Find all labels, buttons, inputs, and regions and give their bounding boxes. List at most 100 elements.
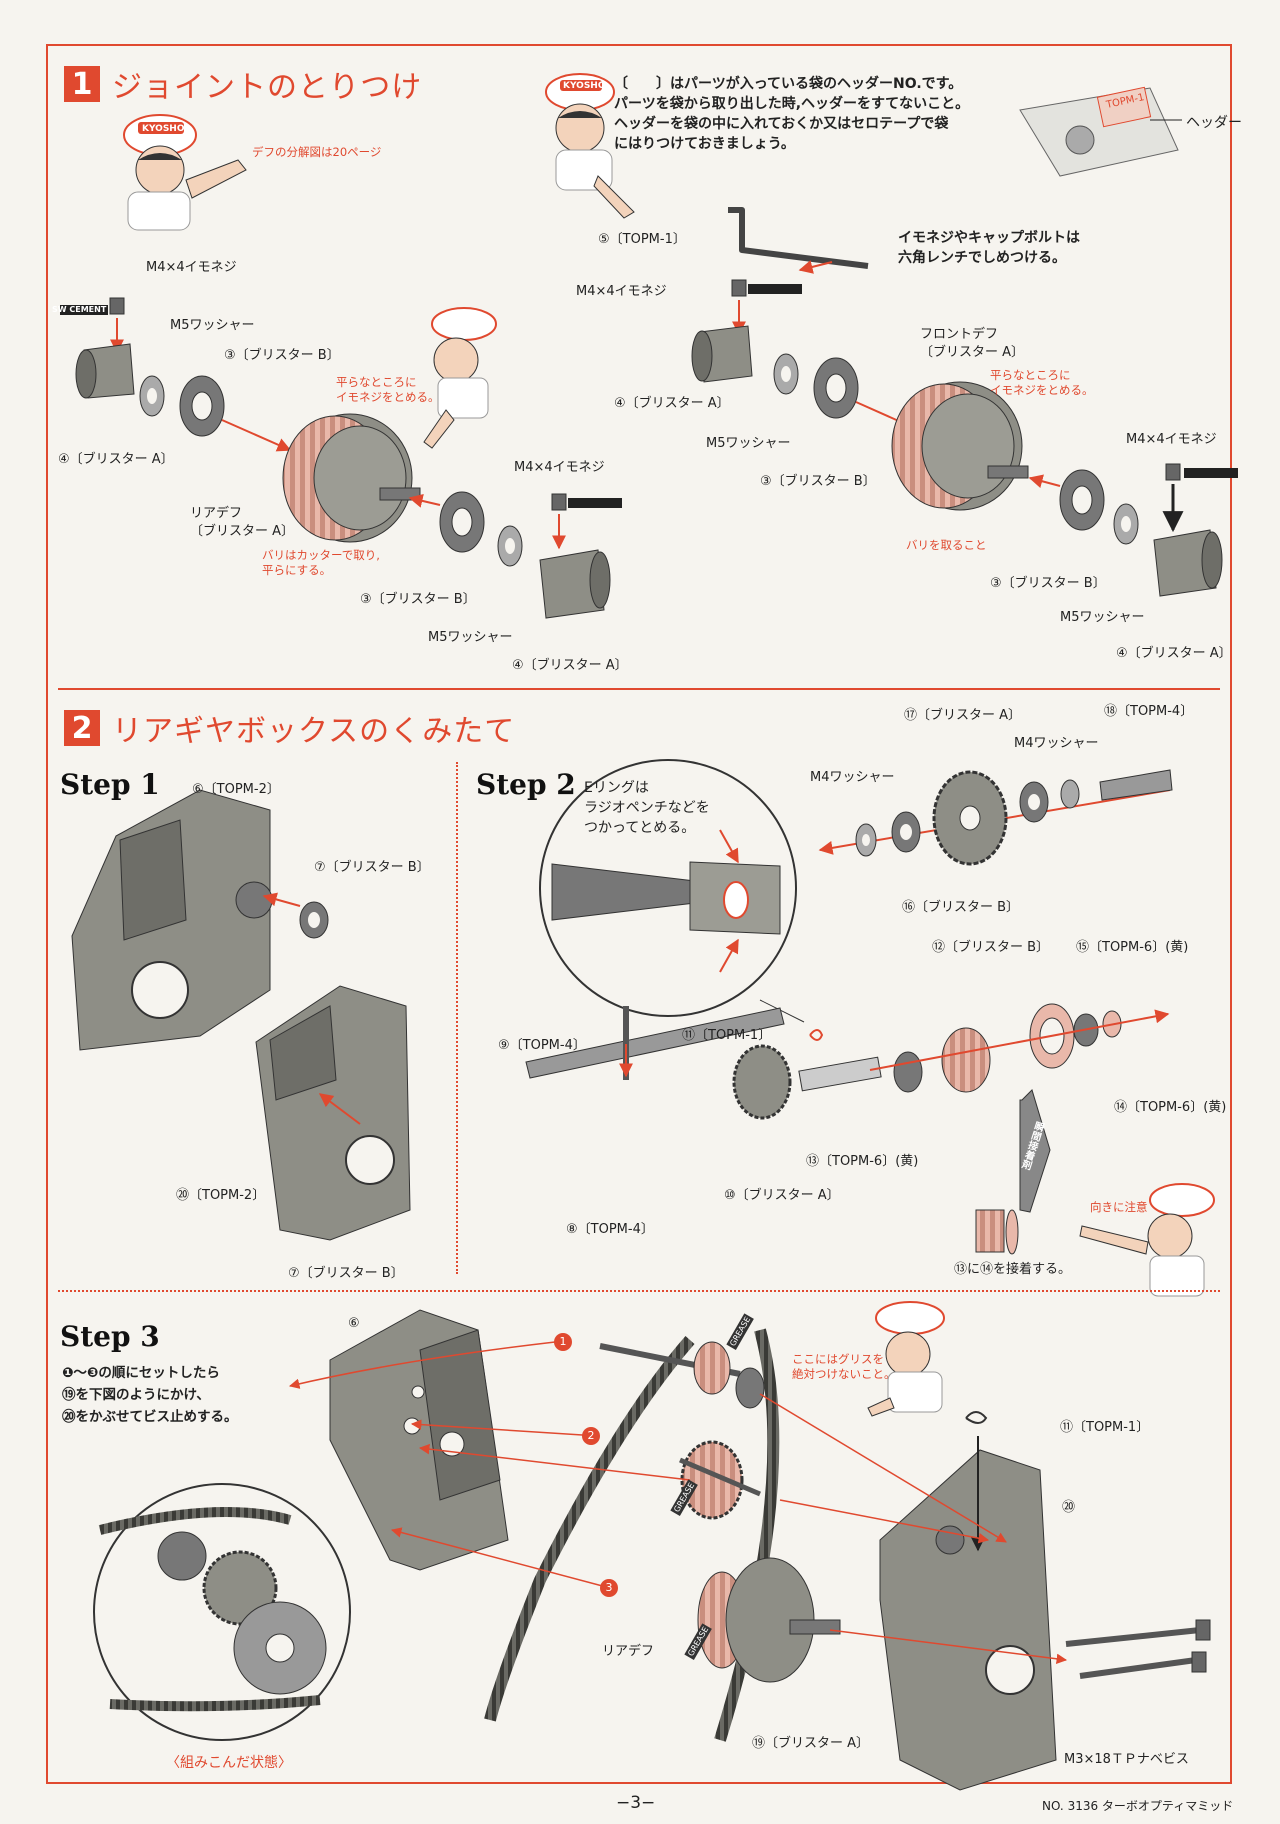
step3-no-grease-line: 絶対つけないこと。 (792, 1367, 896, 1381)
header-label: ヘッダー (1186, 115, 1242, 131)
footer-model: NO. 3136 ターボオプティマミッド (1042, 1799, 1234, 1813)
step2-title: Step 2 (476, 768, 576, 801)
step2-gear10-label: ⑩〔ブリスター A〕 (724, 1188, 840, 1203)
wrench-note-line: イモネジやキャップボルトは (898, 230, 1080, 246)
step-divider-horizontal (58, 1290, 1220, 1292)
step3-instructions: ❶～❸の順にセットしたら ⑲を下図のようにかけ、 ⑳をかぶせてビス止めする。 (62, 1362, 238, 1428)
step3-screws-label: M3×18ＴＰナベビス (1064, 1752, 1189, 1767)
front-set-screw2-label: M4×4イモネジ (1126, 432, 1217, 447)
step3-instruction-line: ⑳をかぶせてビス止めする。 (62, 1409, 238, 1425)
rear-burr-note: バリはカッターで取り, 平らにする。 (262, 548, 380, 578)
section1-heading: 1 ジョイントのとりつけ (64, 62, 422, 106)
character-mascot-2 (545, 73, 635, 219)
step3-case-20 (879, 1411, 1057, 1791)
rear-diff-label: リアデフ 〔ブリスター A〕 (190, 505, 294, 541)
step2-pulley14-label: ⑭〔TOPM-6〕(黄) (1114, 1100, 1227, 1115)
step3-assembly-arrows (288, 1341, 1068, 1665)
step2-ering-note: Eリングは ラジオペンチなどを つかってとめる。 (584, 778, 710, 838)
step1-gearbox-case-6 (71, 789, 329, 1051)
hex-wrench-illustration (728, 207, 869, 274)
step1-title: Step 1 (60, 768, 160, 801)
step3-belt19-label: ⑲〔ブリスター A〕 (752, 1736, 870, 1751)
header-notes: 〔 〕はパーツが入っている袋のヘッダーNO.です。 パーツを袋から取り出した時,… (614, 74, 969, 154)
kyosho-logo: KYOSHO (563, 81, 606, 91)
section-divider (58, 688, 1220, 690)
front-flat-note-line: 平らなところに (990, 368, 1071, 382)
step3-no-grease-line: ここにはグリスを (792, 1352, 884, 1366)
front-set-screw-label: M4×4イモネジ (576, 284, 667, 299)
order-marker-3: 3 (600, 1579, 618, 1597)
diff-exploded-view-note: デフの分解図は20ページ (252, 145, 382, 159)
section2-heading: 2 リアギヤボックスのくみたて (64, 706, 515, 750)
sw-cement-tag: SW CEMENT (52, 305, 107, 314)
step3-case-6 (329, 1309, 509, 1571)
rear-set-screw2-label: M4×4イモネジ (514, 460, 605, 475)
step3-case20-label: ⑳ (1062, 1500, 1076, 1515)
rear-bearing-label: ③〔ブリスター B〕 (224, 348, 340, 363)
header-note-line: にはりつけておきましょう。 (614, 136, 795, 152)
front-flat-note: 平らなところに イモネジをとめる。 (990, 368, 1094, 398)
step3-belt-and-gears (484, 1328, 841, 1742)
rear-joint2-label: ④〔ブリスター A〕 (512, 658, 628, 673)
header-note-line: ヘッダーを袋の中に入れておくか又はセロテープで袋 (614, 116, 949, 132)
rear-burr-note-line: 平らにする。 (262, 563, 332, 577)
header-note-line: パーツを袋から取り出した時,ヘッダーをすてないこと。 (614, 96, 970, 112)
rear-burr-note-line: バリはカッターで取り, (262, 548, 380, 562)
step2-ering-note-line: ラジオペンチなどを (584, 800, 710, 816)
step2-lower-shaft-parts (525, 1003, 1170, 1255)
front-flat-note-line: イモネジをとめる。 (990, 383, 1094, 397)
step2-shaft8-label: ⑧〔TOPM-4〕 (566, 1222, 654, 1237)
rear-diff-label-line: リアデフ (190, 506, 243, 521)
character-mascot-5 (867, 1301, 945, 1417)
section1-title: ジョイントのとりつけ (112, 70, 423, 105)
page-number: −3− (616, 1793, 656, 1813)
hex-wrench-label: ⑤〔TOPM-1〕 (598, 232, 686, 247)
kyosho-logo: KYOSHO (142, 124, 185, 134)
front-burr-note: バリを取ること (906, 538, 987, 552)
step2-shaft18-label: ⑱〔TOPM-4〕 (1104, 704, 1194, 719)
section2-number: 2 (64, 710, 100, 746)
front-washer2-label: M5ワッシャー (1060, 610, 1145, 625)
rear-flat-note: 平らなところに イモネジをとめる。 (336, 375, 440, 405)
step2-ering11-label: ⑪〔TOPM-1〕 (682, 1028, 772, 1043)
step1-bearing7-label: ⑦〔ブリスター B〕 (314, 860, 430, 875)
step2-m4washer-left-label: M4ワッシャー (810, 770, 895, 785)
wrench-note-line: 六角レンチでしめつける。 (898, 250, 1066, 266)
step1-case20-label: ⑳〔TOPM-2〕 (176, 1188, 266, 1203)
section1-number: 1 (64, 66, 100, 102)
rear-washer-label: M5ワッシャー (170, 318, 255, 333)
step2-ering-note-line: つかってとめる。 (584, 820, 696, 836)
front-diff-label: フロントデフ 〔ブリスター A〕 (920, 326, 1024, 362)
page-frame (46, 44, 1232, 1784)
step1-gearbox-case-20 (255, 985, 411, 1241)
step3-rear-diff-label: リアデフ (602, 1644, 655, 1659)
step3-title: Step 3 (60, 1320, 160, 1353)
order-marker-1: 1 (554, 1333, 572, 1351)
step2-direction-note: 向きに注意 (1090, 1200, 1148, 1214)
front-joint2-label: ④〔ブリスター A〕 (1116, 646, 1232, 661)
rear-diff-label-line: 〔ブリスター A〕 (190, 524, 295, 539)
step2-washer15-label: ⑮〔TOPM-6〕(黄) (1076, 940, 1189, 955)
step-divider-vertical (456, 762, 458, 1274)
step3-assembled-magnifier (93, 1483, 351, 1741)
header-bag-illustration (1019, 86, 1182, 177)
section2-title: リアギヤボックスのくみたて (112, 714, 516, 749)
rear-diff-assembly (60, 297, 622, 619)
step1-bearing7b-label: ⑦〔ブリスター B〕 (288, 1266, 404, 1281)
order-marker-2: 2 (582, 1427, 600, 1445)
character-mascot-3 (423, 307, 497, 449)
step2-bearing12-label: ⑫〔ブリスター B〕 (932, 940, 1050, 955)
step3-case6-label: ⑥ (348, 1316, 360, 1331)
wrench-note: イモネジやキャップボルトは 六角レンチでしめつける。 (898, 228, 1080, 268)
step2-upper-shaft-parts (818, 769, 1173, 866)
rear-joint-label: ④〔ブリスター A〕 (58, 452, 174, 467)
step2-gear17-label: ⑰〔ブリスター A〕 (904, 708, 1022, 723)
front-diff-label-line: フロントデフ (920, 327, 999, 342)
step3-instruction-line: ❶～❸の順にセットしたら (62, 1365, 220, 1381)
rear-washer2-label: M5ワッシャー (428, 630, 513, 645)
step3-instruction-line: ⑲を下図のようにかけ、 (62, 1387, 210, 1403)
step2-ering-note-line: Eリングは (584, 780, 649, 796)
rear-bearing2-label: ③〔ブリスター B〕 (360, 592, 476, 607)
front-bearing-label: ③〔ブリスター B〕 (760, 474, 876, 489)
